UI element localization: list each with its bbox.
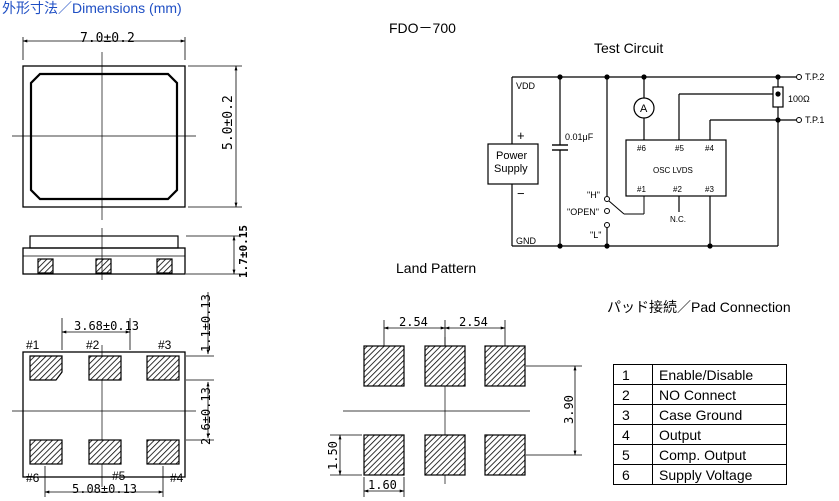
vdd-label: VDD xyxy=(516,81,536,91)
pad-row-spacing-dimension: 2.6±0.13 xyxy=(199,387,213,445)
package-bottom-view: 3.68±0.13 #1 #2 #3 #6 #5 #4 5.08±0.13 1.… xyxy=(12,292,214,497)
power-supply-box xyxy=(487,143,539,185)
power-supply-label-1: Power xyxy=(496,150,528,162)
land-pad-width: 1.60 xyxy=(368,478,397,492)
pad-function: NO Connect xyxy=(652,384,787,405)
table-row: 2 NO Connect xyxy=(613,384,787,405)
table-row: 5 Comp. Output xyxy=(613,444,787,465)
no-connect-label: N.C. xyxy=(670,215,686,224)
width-dimension: 7.0±0.2 xyxy=(80,31,135,46)
pin-label-2: #2 xyxy=(86,338,100,352)
pad-span-dimension: 5.08±0.13 xyxy=(72,482,137,496)
land-pad-height: 1.50 xyxy=(326,441,340,470)
chip-pin-4: #4 xyxy=(705,144,714,153)
land-row-span: 3.90 xyxy=(562,395,576,424)
pad-connection-table: 1 Enable/Disable 2 NO Connect 3 Case Gro… xyxy=(613,364,787,485)
plus-sign: + xyxy=(517,128,525,143)
table-row: 6 Supply Voltage xyxy=(613,464,787,485)
pad-function: Supply Voltage xyxy=(652,464,787,485)
resistor xyxy=(772,86,784,108)
pin-label-6: #6 xyxy=(26,471,40,485)
table-row: 4 Output xyxy=(613,424,787,445)
gnd-label: GND xyxy=(516,236,537,246)
pad-number: 6 xyxy=(613,464,653,485)
dimensions-title: 外形寸法／Dimensions (mm) xyxy=(2,0,182,16)
model-name: FDO－700 xyxy=(389,20,456,36)
pad-number: 5 xyxy=(613,444,653,465)
power-supply-label-2: Supply xyxy=(494,163,528,175)
ammeter-label: A xyxy=(640,103,648,115)
package-side-view: 1.7±0.15 xyxy=(22,225,250,280)
switch-low-label: "L" xyxy=(590,230,601,240)
land-pitch-2: 2.54 xyxy=(459,315,488,329)
pad-function: Comp. Output xyxy=(652,444,787,465)
land-pattern-title: Land Pattern xyxy=(396,260,476,276)
pad-top-offset-dimension: 1.1±0.13 xyxy=(199,294,213,352)
pad-connection-title: パッド接続／Pad Connection xyxy=(607,299,791,315)
osc-label: OSC LVDS xyxy=(653,166,693,175)
table-row: 1 Enable/Disable xyxy=(613,364,787,385)
switch-open-label: "OPEN" xyxy=(567,207,599,217)
pin-label-4: #4 xyxy=(170,471,184,485)
land-pitch-1: 2.54 xyxy=(399,315,428,329)
chip-pin-1: #1 xyxy=(637,185,646,194)
pin-label-5: #5 xyxy=(112,469,126,483)
pad-number: 4 xyxy=(613,424,653,445)
pad-function: Case Ground xyxy=(652,404,787,425)
pad-pitch-dimension: 3.68±0.13 xyxy=(74,319,139,333)
minus-sign: − xyxy=(517,186,525,201)
pad-function: Enable/Disable xyxy=(652,364,787,385)
chip-pin-3: #3 xyxy=(705,185,714,194)
switch-high-label: "H" xyxy=(587,190,600,200)
pad-number: 2 xyxy=(613,384,653,405)
height-dimension: 5.0±0.2 xyxy=(221,95,236,150)
chip-pin-6: #6 xyxy=(637,144,646,153)
pad-number: 1 xyxy=(613,364,653,385)
land-pattern: Land Pattern 2.54 2.54 3.90 1.50 1.60 xyxy=(326,260,582,497)
test-circuit: Test Circuit VDD GND Power Supply + − 0.… xyxy=(487,40,824,249)
test-point-2: T.P.2 xyxy=(805,72,824,82)
pad-number: 3 xyxy=(613,404,653,425)
package-top-view: 7.0±0.2 5.0±0.2 xyxy=(12,31,242,220)
thickness-dimension: 1.7±0.15 xyxy=(237,225,250,278)
table-row: 3 Case Ground xyxy=(613,404,787,425)
osc-chip xyxy=(625,139,727,197)
test-point-1: T.P.1 xyxy=(805,115,824,125)
chip-pin-5: #5 xyxy=(675,144,684,153)
test-circuit-title: Test Circuit xyxy=(594,40,663,56)
pin-label-1: #1 xyxy=(26,338,40,352)
capacitor-value: 0.01μF xyxy=(565,132,594,142)
chip-pin-2: #2 xyxy=(673,185,682,194)
pad-function: Output xyxy=(652,424,787,445)
resistor-value: 100Ω xyxy=(788,94,810,104)
pin-label-3: #3 xyxy=(158,338,172,352)
